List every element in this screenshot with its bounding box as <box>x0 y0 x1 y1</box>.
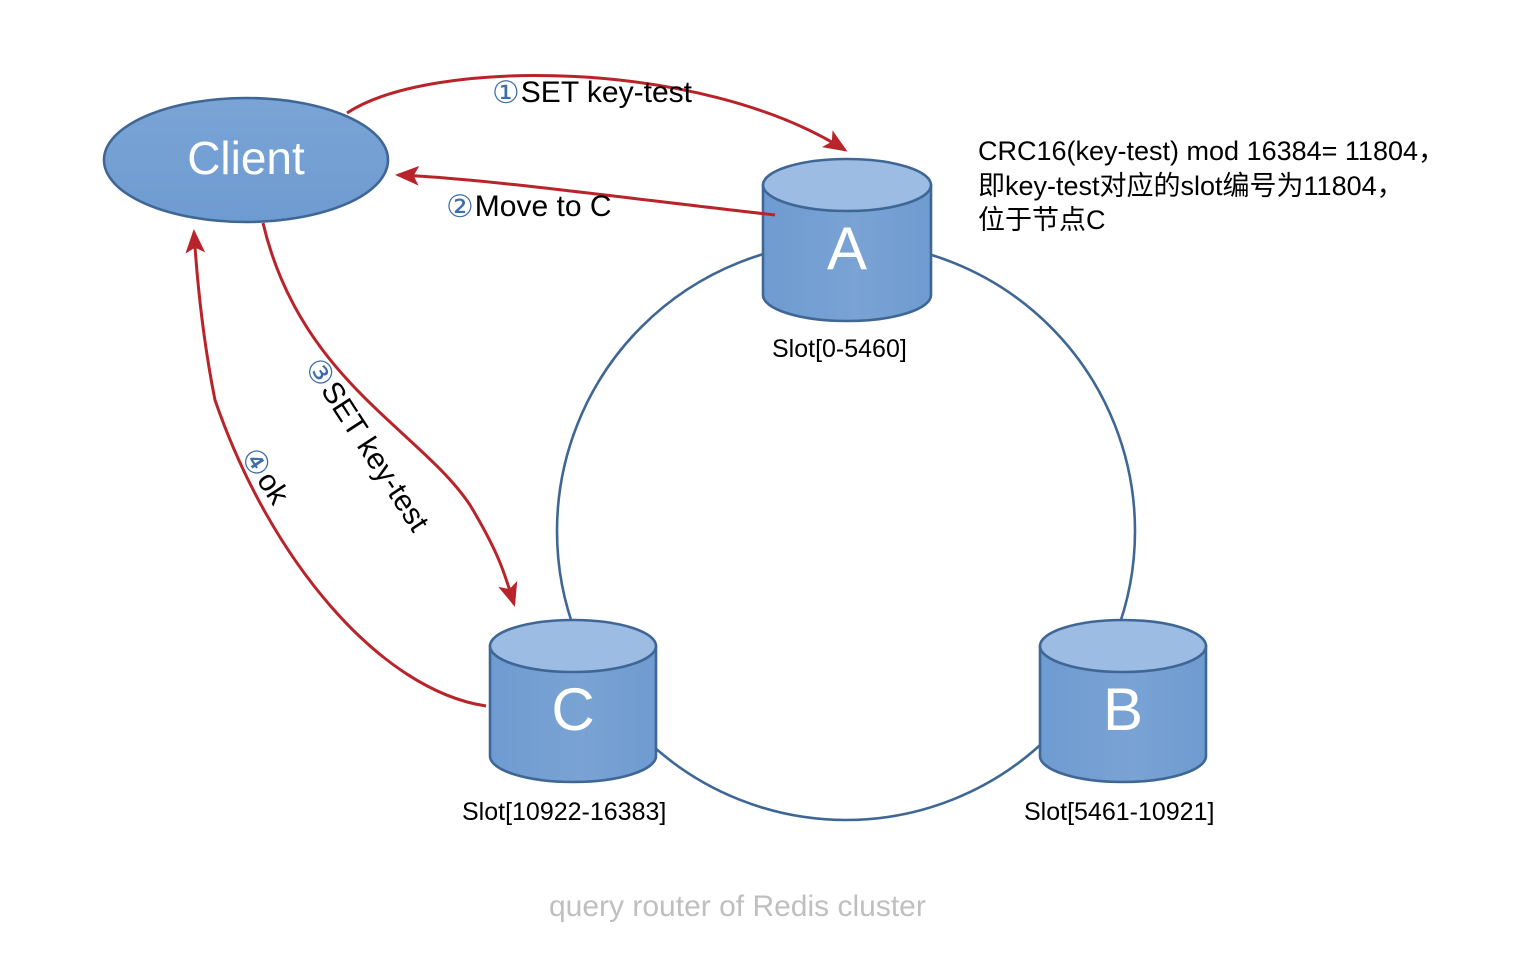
crc16-annotation: CRC16(key-test) mod 16384= 11804， 即key-t… <box>978 136 1445 236</box>
node-a-top <box>761 157 933 213</box>
step-label-2: ② Move to C <box>446 190 612 224</box>
step-2-text: Move to C <box>474 190 612 223</box>
node-a-body <box>761 183 933 323</box>
client-ellipse <box>102 96 390 224</box>
step-label-1: ① SET key-test <box>492 76 692 110</box>
step-1-text: SET key-test <box>520 76 692 109</box>
arrow-step-4 <box>185 229 487 708</box>
node-a-slot-label: Slot[0-5460] <box>772 335 907 363</box>
node-a: A <box>761 157 933 323</box>
node-c: C <box>488 618 658 784</box>
node-c-letter: C <box>551 676 594 743</box>
client-label: Client <box>187 132 305 184</box>
arrow-step-3 <box>261 222 518 607</box>
node-b-slot-label: Slot[5461-10921] <box>1024 798 1215 826</box>
node-a-letter: A <box>827 215 867 282</box>
step-1-number: ① <box>492 74 520 111</box>
node-b-body <box>1038 644 1208 784</box>
step-2-number: ② <box>446 188 474 225</box>
node-b-top <box>1038 618 1208 674</box>
client-node: Client <box>102 96 390 224</box>
node-c-top <box>488 618 658 674</box>
diagram-caption: query router of Redis cluster <box>549 890 926 923</box>
node-c-body <box>488 644 658 784</box>
node-b-letter: B <box>1103 676 1143 743</box>
arrow-step-1 <box>346 74 848 152</box>
node-c-slot-label: Slot[10922-16383] <box>462 798 667 826</box>
arrow-step-2 <box>395 165 776 217</box>
node-b: B <box>1038 618 1208 784</box>
